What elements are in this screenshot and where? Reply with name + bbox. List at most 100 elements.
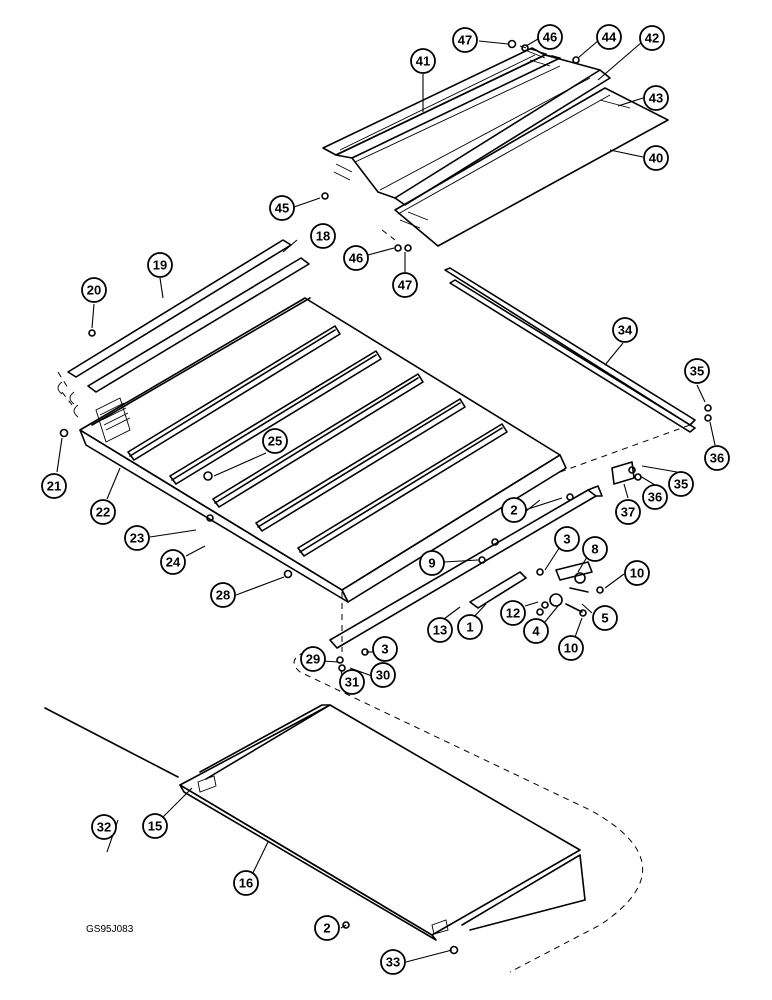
callout-15: 15 xyxy=(142,813,168,839)
callout-3: 3 xyxy=(554,526,580,552)
svg-text:35: 35 xyxy=(674,477,688,492)
drawing-code: GS95J083 xyxy=(86,924,134,935)
callout-8: 8 xyxy=(582,536,608,562)
callout-35: 35 xyxy=(668,471,694,497)
svg-text:47: 47 xyxy=(398,278,412,293)
svg-text:16: 16 xyxy=(239,876,253,891)
svg-text:37: 37 xyxy=(621,505,635,520)
callout-24: 24 xyxy=(160,549,186,575)
callout-28: 28 xyxy=(210,582,236,608)
callout-42: 42 xyxy=(639,25,665,51)
callout-40: 40 xyxy=(643,145,669,171)
callout-4: 4 xyxy=(523,618,549,644)
svg-text:5: 5 xyxy=(601,611,608,626)
svg-text:19: 19 xyxy=(153,258,167,273)
callout-46: 46 xyxy=(343,245,369,271)
callout-44: 44 xyxy=(596,24,622,50)
callout-36: 36 xyxy=(704,445,730,471)
svg-text:30: 30 xyxy=(376,668,390,683)
svg-text:12: 12 xyxy=(506,606,520,621)
svg-text:32: 32 xyxy=(97,820,111,835)
svg-text:36: 36 xyxy=(648,490,662,505)
callout-35: 35 xyxy=(684,358,710,384)
side-rails xyxy=(57,239,310,418)
svg-text:42: 42 xyxy=(645,31,659,46)
svg-text:10: 10 xyxy=(564,641,578,656)
svg-text:8: 8 xyxy=(591,542,598,557)
svg-text:31: 31 xyxy=(345,675,359,690)
callout-3: 3 xyxy=(372,636,398,662)
callout-30: 30 xyxy=(370,662,396,688)
callout-2: 2 xyxy=(314,915,340,941)
callout-9: 9 xyxy=(419,550,445,576)
leader-lines xyxy=(56,38,716,963)
svg-text:10: 10 xyxy=(630,566,644,581)
hardware xyxy=(59,39,712,955)
svg-text:25: 25 xyxy=(268,434,282,449)
svg-text:2: 2 xyxy=(323,921,330,936)
svg-text:23: 23 xyxy=(130,531,144,546)
svg-text:18: 18 xyxy=(316,229,330,244)
callout-10: 10 xyxy=(558,635,584,661)
rail-34 xyxy=(444,267,696,433)
svg-text:40: 40 xyxy=(649,151,663,166)
callout-33: 33 xyxy=(380,949,406,975)
callout-45: 45 xyxy=(269,195,295,221)
rod-32 xyxy=(44,707,179,778)
svg-text:41: 41 xyxy=(416,54,430,69)
svg-text:13: 13 xyxy=(433,623,447,638)
callout-36: 36 xyxy=(642,484,668,510)
callout-13: 13 xyxy=(427,617,453,643)
svg-text:33: 33 xyxy=(386,955,400,970)
main-frame xyxy=(79,297,567,603)
svg-text:2: 2 xyxy=(510,503,517,518)
callout-31: 31 xyxy=(339,669,365,695)
callout-34: 34 xyxy=(612,317,638,343)
bracket-rail-13 xyxy=(329,461,635,649)
callout-16: 16 xyxy=(233,870,259,896)
callout-29: 29 xyxy=(300,646,326,672)
svg-text:36: 36 xyxy=(710,451,724,466)
svg-text:4: 4 xyxy=(532,624,540,639)
callout-47: 47 xyxy=(392,272,418,298)
svg-text:43: 43 xyxy=(649,91,663,106)
svg-text:46: 46 xyxy=(543,30,557,45)
callout-41: 41 xyxy=(410,48,436,74)
callout-5: 5 xyxy=(592,605,618,631)
callout-20: 20 xyxy=(81,277,107,303)
svg-text:15: 15 xyxy=(148,819,162,834)
callout-32: 32 xyxy=(91,814,117,840)
svg-text:35: 35 xyxy=(690,364,704,379)
callout-21: 21 xyxy=(41,473,67,499)
svg-text:34: 34 xyxy=(618,323,633,338)
svg-text:22: 22 xyxy=(96,505,110,520)
svg-text:1: 1 xyxy=(466,620,473,635)
svg-text:29: 29 xyxy=(306,652,320,667)
alignment-lines xyxy=(57,45,691,973)
callout-47: 47 xyxy=(452,27,478,53)
svg-text:44: 44 xyxy=(602,30,617,45)
callout-19: 19 xyxy=(147,252,173,278)
callout-46: 46 xyxy=(537,24,563,50)
tray-16 xyxy=(179,704,586,941)
svg-text:28: 28 xyxy=(216,588,230,603)
callout-25: 25 xyxy=(262,428,288,454)
callout-43: 43 xyxy=(643,85,669,111)
callout-1: 1 xyxy=(457,614,483,640)
svg-text:21: 21 xyxy=(47,479,61,494)
callout-23: 23 xyxy=(124,525,150,551)
svg-text:3: 3 xyxy=(381,642,388,657)
callout-37: 37 xyxy=(615,499,641,525)
svg-text:46: 46 xyxy=(349,251,363,266)
callout-10: 10 xyxy=(624,560,650,586)
svg-text:47: 47 xyxy=(458,33,472,48)
svg-text:3: 3 xyxy=(563,532,570,547)
svg-text:20: 20 xyxy=(87,283,101,298)
callout-2: 2 xyxy=(501,497,527,523)
svg-text:45: 45 xyxy=(275,201,289,216)
callout-12: 12 xyxy=(500,600,526,626)
svg-text:9: 9 xyxy=(428,556,435,571)
svg-text:24: 24 xyxy=(166,555,181,570)
callout-18: 18 xyxy=(310,223,336,249)
top-cover-assembly xyxy=(322,47,669,247)
